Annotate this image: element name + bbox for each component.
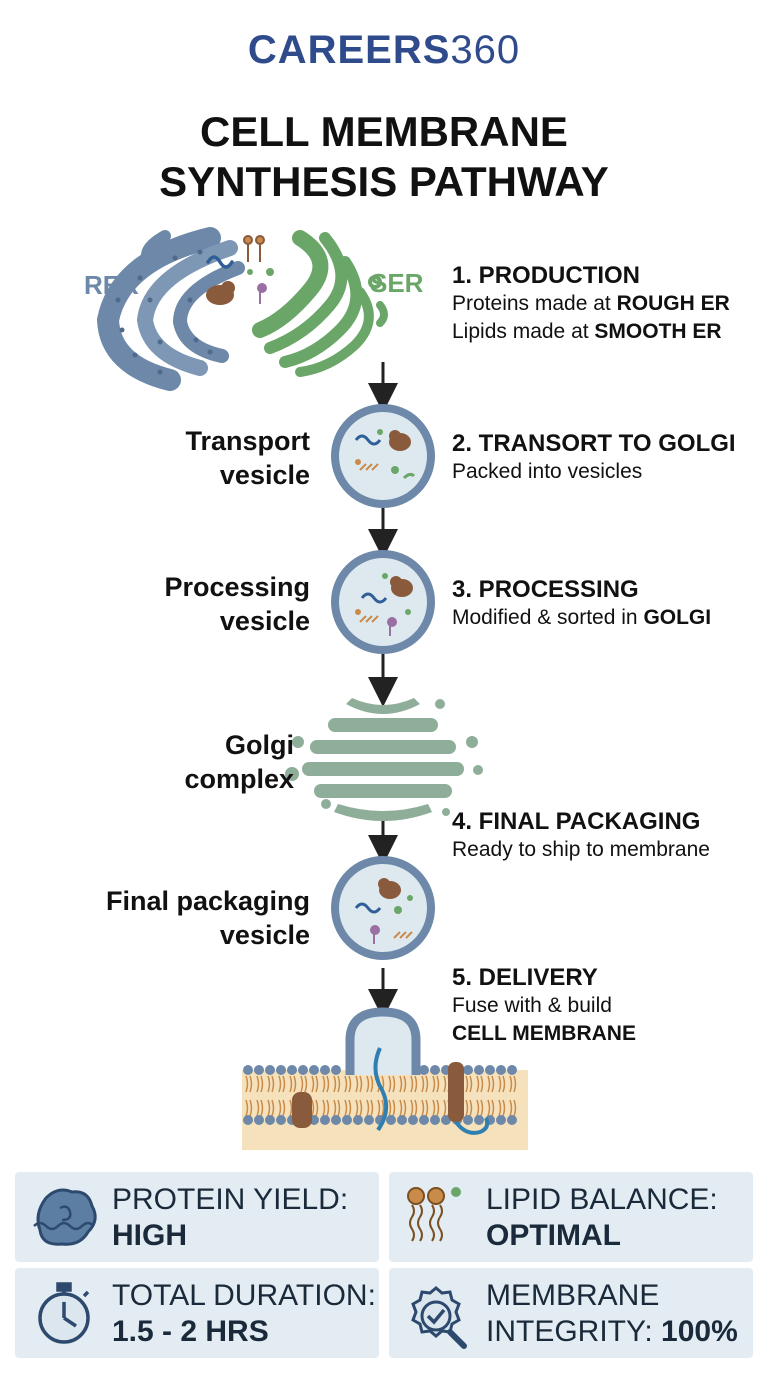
membrane-integrity-label-line1: MEMBRANE xyxy=(486,1279,660,1312)
stat-panels xyxy=(15,1172,753,1358)
brand-name: CAREERS xyxy=(247,28,451,72)
step-1-desc-line2: Lipids made at SMOOTH ER xyxy=(452,320,722,343)
cell-membrane-illustration xyxy=(242,1007,528,1150)
step-3-title: 3. PROCESSING xyxy=(452,576,639,603)
page-title-line1: CELL MEMBRANE xyxy=(200,108,568,155)
lipid-balance-value: OPTIMAL xyxy=(486,1219,621,1252)
total-duration-label: TOTAL DURATION: xyxy=(112,1279,376,1312)
transport-vesicle-illustration xyxy=(331,404,435,508)
stopwatch-icon xyxy=(38,1282,90,1344)
protein-yield-value: HIGH xyxy=(112,1219,187,1252)
molecule-cluster xyxy=(206,235,274,305)
step-5-title: 5. DELIVERY xyxy=(452,964,598,991)
step-4-desc: Ready to ship to membrane xyxy=(452,838,710,861)
ser-label: SER xyxy=(370,268,424,298)
brand-logo: CAREERS360 xyxy=(0,28,768,73)
final-packaging-vesicle-illustration xyxy=(331,856,435,960)
step-1-desc-line1: Proteins made at ROUGH ER xyxy=(452,292,730,315)
lipid-balance-stat: LIPID BALANCE: OPTIMAL xyxy=(486,1182,718,1254)
step-1-title: 1. PRODUCTION xyxy=(452,262,641,289)
step-5-desc-line1: Fuse with & build xyxy=(452,994,612,1017)
lipid-balance-label: LIPID BALANCE: xyxy=(486,1183,718,1216)
step-3-desc: Modified & sorted in GOLGI xyxy=(452,606,712,629)
total-duration-stat: TOTAL DURATION: 1.5 - 2 HRS xyxy=(112,1278,376,1350)
membrane-integrity-value: 100% xyxy=(661,1315,738,1348)
page-title-line2: SYNTHESIS PATHWAY xyxy=(159,158,609,205)
protein-yield-stat: PROTEIN YIELD: HIGH xyxy=(112,1182,348,1254)
step-2-title: 2. TRANSORT TO GOLGI xyxy=(452,430,736,457)
smooth-er-illustration xyxy=(252,230,388,377)
verified-badge-icon xyxy=(411,1286,467,1349)
brand-number: 360 xyxy=(450,28,521,72)
membrane-integrity-label-line2: INTEGRITY: xyxy=(486,1315,662,1348)
step-2-desc: Packed into vesicles xyxy=(452,460,643,483)
golgi-complex-illustration xyxy=(285,698,483,821)
step-5-desc-line2: CELL MEMBRANE xyxy=(452,1022,636,1045)
rough-er-illustration xyxy=(96,227,245,391)
rer-label: RER xyxy=(84,270,139,300)
protein-icon xyxy=(33,1188,97,1246)
protein-yield-label: PROTEIN YIELD: xyxy=(112,1183,349,1216)
step-4-title: 4. FINAL PACKAGING xyxy=(452,808,701,835)
processing-vesicle-illustration xyxy=(331,550,435,654)
membrane-integrity-stat: MEMBRANE INTEGRITY: 100% xyxy=(486,1278,738,1350)
total-duration-value: 1.5 - 2 HRS xyxy=(112,1315,269,1348)
lipid-icon xyxy=(407,1187,461,1242)
